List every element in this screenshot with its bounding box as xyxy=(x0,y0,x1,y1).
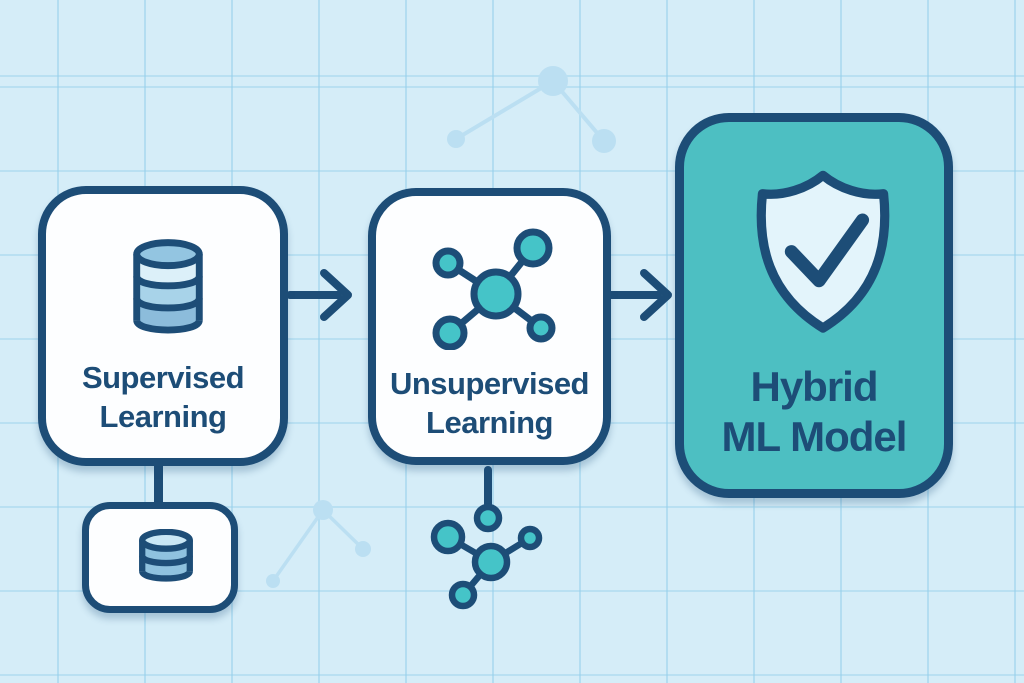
node-label: Supervised Learning xyxy=(81,360,245,434)
decor-network-top-icon xyxy=(447,66,616,153)
node-hybrid-ml-model: Hybrid ML Model xyxy=(675,113,953,498)
decor-network-bottom-icon xyxy=(266,500,371,588)
node-supervised-learning: Supervised Learning xyxy=(38,186,288,466)
cluster-icon xyxy=(432,228,556,350)
connector-line-supervised xyxy=(154,462,163,508)
shield-check-icon xyxy=(756,170,890,333)
arrow-right-icon xyxy=(608,269,672,321)
arrow-right-icon xyxy=(288,269,352,321)
subnode-database xyxy=(82,502,238,613)
small-database-icon xyxy=(139,529,193,582)
database-icon xyxy=(133,239,203,334)
node-label: Unsupervised Learning xyxy=(389,366,590,440)
node-unsupervised-learning: Unsupervised Learning xyxy=(368,188,611,465)
small-cluster-icon xyxy=(430,466,543,610)
node-label: Hybrid ML Model xyxy=(721,363,908,460)
